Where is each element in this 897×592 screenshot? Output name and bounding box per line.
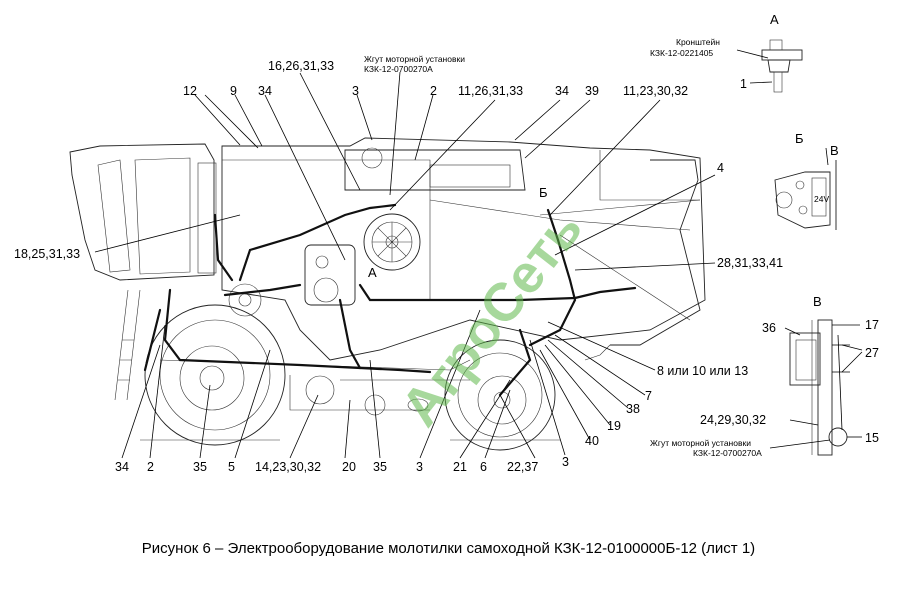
- callout-18-25-31-33: 18,25,31,33: [14, 247, 80, 261]
- callout-9: 9: [230, 84, 237, 98]
- callout-5: 5: [228, 460, 235, 474]
- callout-35: 35: [193, 460, 207, 474]
- figure-caption: Рисунок 6 – Электрооборудование молотилк…: [141, 540, 756, 557]
- detail-view-v: [769, 319, 863, 456]
- wiring-harness: [143, 203, 637, 397]
- view-letters: А Б В В А Б: [368, 12, 839, 309]
- callout-3: 3: [352, 84, 359, 98]
- bracket-note-line2: КЗК-12-0221405: [650, 48, 713, 58]
- callout-34: 34: [555, 84, 569, 98]
- view-a-marker: А: [368, 265, 377, 280]
- callout-38: 38: [626, 402, 640, 416]
- harness-note-top-line1: Жгут моторной установки: [364, 54, 465, 64]
- combine-body: [69, 137, 706, 451]
- harness-note-top-line2: КЗК-12-0700270А: [364, 64, 433, 74]
- callout-2: 2: [147, 460, 154, 474]
- callout-16-26-31-33: 16,26,31,33: [268, 59, 334, 73]
- detail-view-b: [774, 147, 837, 230]
- harness-note-right-line2: КЗК-12-0700270А: [693, 448, 762, 458]
- callout-24-29-30-32: 24,29,30,32: [700, 413, 766, 427]
- callout-8-10-13: 8 или 10 или 13: [657, 364, 748, 378]
- callout-labels: 16,26,31,33 3 2 11,26,31,33 34 39 11,23,…: [14, 59, 879, 474]
- callout-19: 19: [607, 419, 621, 433]
- callout-11-23-30-32: 11,23,30,32: [623, 84, 688, 98]
- callout-27: 27: [865, 346, 879, 360]
- callout-3: 3: [416, 460, 423, 474]
- callout-2: 2: [430, 84, 437, 98]
- callout-6: 6: [480, 460, 487, 474]
- view-v-marker: В: [830, 143, 839, 158]
- notes: Жгут моторной установки КЗК-12-0700270А …: [364, 37, 829, 458]
- watermark-logo: АгроСеть: [390, 199, 595, 437]
- detail-view-a: [736, 39, 803, 93]
- leader-lines: [94, 71, 716, 459]
- callout-7: 7: [645, 389, 652, 403]
- callout-35: 35: [373, 460, 387, 474]
- callout-11-26-31-33: 11,26,31,33: [458, 84, 523, 98]
- callout-39: 39: [585, 84, 599, 98]
- harness-note-right-line1: Жгут моторной установки: [650, 438, 751, 448]
- view-b-title: Б: [795, 131, 804, 146]
- callout-17: 17: [865, 318, 879, 332]
- callout-28-31-33-41: 28,31,33,41: [717, 256, 783, 270]
- bracket-note-line1: Кронштейн: [676, 37, 720, 47]
- callout-34: 34: [115, 460, 129, 474]
- callout-4: 4: [717, 161, 724, 175]
- callout-15: 15: [865, 431, 879, 445]
- callout-1: 1: [740, 77, 747, 91]
- callout-36: 36: [762, 321, 776, 335]
- callout-22-37: 22,37: [507, 460, 538, 474]
- view-v-title: В: [813, 294, 822, 309]
- callout-3: 3: [562, 455, 569, 469]
- view-a-title: А: [770, 12, 779, 27]
- callout-21: 21: [453, 460, 467, 474]
- callout-12: 12: [183, 84, 197, 98]
- callout-34: 34: [258, 84, 272, 98]
- plate-24v: 24V: [814, 194, 829, 204]
- callout-14-23-30-32: 14,23,30,32: [255, 460, 321, 474]
- callout-20: 20: [342, 460, 356, 474]
- callout-40: 40: [585, 434, 599, 448]
- view-b-marker: Б: [539, 185, 548, 200]
